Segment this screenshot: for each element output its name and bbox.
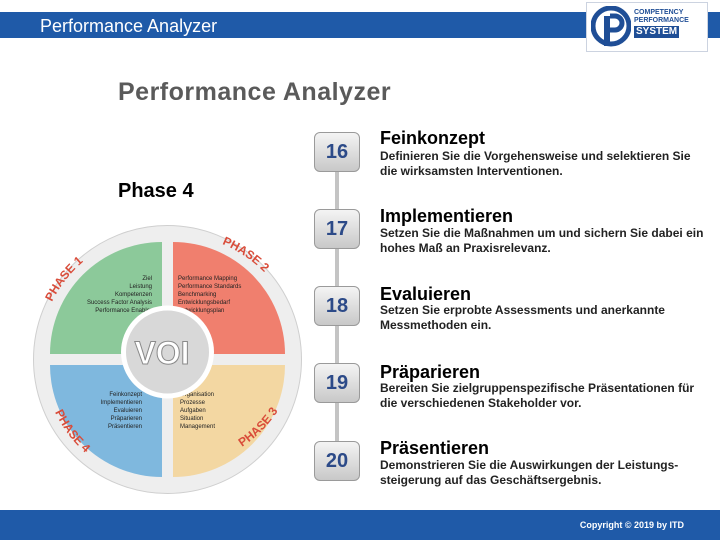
q3-items: Organisation Prozesse Aufgaben Situation… bbox=[180, 392, 215, 430]
q1-item: Success Factor Analysis bbox=[87, 300, 152, 306]
q1-item: Performance Enabler bbox=[95, 308, 152, 314]
q2-items: Performance Mapping Performance Standard… bbox=[178, 276, 241, 314]
logo-text: COMPETENCY PERFORMANCE SYSTEM bbox=[634, 9, 689, 38]
q4-item: Evaluieren bbox=[114, 408, 142, 414]
logo-mark-icon bbox=[591, 6, 631, 47]
q1-item: Leistung bbox=[129, 284, 152, 290]
step-title-19: Präparieren bbox=[380, 362, 481, 382]
q3-item: Situation bbox=[180, 416, 203, 422]
step-number-18: 18 bbox=[314, 286, 360, 326]
step-desc-18: Setzen Sie erprobte Assessments und aner… bbox=[380, 303, 665, 332]
q4-item: Präsentieren bbox=[108, 424, 142, 430]
step-desc-19: Bereiten Sie zielgruppenspezifische Präs… bbox=[380, 381, 695, 410]
step-title-20: Präsentieren bbox=[380, 438, 490, 458]
q2-item: Entwicklungsbedarf bbox=[178, 300, 230, 306]
step-number-16: 16 bbox=[314, 132, 360, 172]
page-title: Performance Analyzer bbox=[118, 78, 392, 106]
step-title-16: Feinkonzept bbox=[380, 128, 486, 148]
q3-item: Management bbox=[180, 424, 215, 430]
q1-items: Ziel Leistung Kompetenzen Success Factor… bbox=[87, 276, 152, 314]
quadrant-phase-3 bbox=[173, 365, 285, 477]
step-number-17: 17 bbox=[314, 209, 360, 249]
logo-line-2: PERFORMANCE bbox=[634, 17, 689, 24]
q1-item: Ziel bbox=[142, 276, 152, 282]
q3-item: Prozesse bbox=[180, 400, 206, 406]
q3-item: Aufgaben bbox=[180, 408, 206, 414]
footer-bar: Copyright © 2019 by ITD bbox=[0, 510, 720, 540]
logo-line-3: SYSTEM bbox=[634, 26, 680, 38]
step-desc-17: Setzen Sie die Maßnahmen um und sichern … bbox=[380, 226, 704, 255]
q1-item: Kompetenzen bbox=[115, 292, 152, 298]
step-number-20: 20 bbox=[314, 441, 360, 481]
wheel-center bbox=[121, 305, 214, 399]
step-title-17: Implementieren bbox=[380, 206, 514, 226]
q2-item: Benchmarking bbox=[178, 292, 216, 298]
q2-item: Entwicklungsplan bbox=[178, 308, 224, 314]
step-title-18: Evaluieren bbox=[380, 284, 472, 304]
q3-item: Organisation bbox=[180, 392, 214, 398]
copyright-text: Copyright © 2019 by ITD bbox=[579, 520, 684, 530]
step-desc-16: Definieren Sie die Vorgehensweise und se… bbox=[380, 149, 691, 178]
top-header: Performance Analyzer COMPETENCY PERFORMA… bbox=[0, 0, 720, 52]
q2-item: Performance Standards bbox=[178, 284, 241, 290]
company-logo: COMPETENCY PERFORMANCE SYSTEM bbox=[586, 2, 708, 52]
app-title: Performance Analyzer bbox=[40, 16, 218, 36]
q2-item: Performance Mapping bbox=[178, 276, 237, 282]
voi-phase-wheel: PHASE 1 PHASE 2 PHASE 3 PHASE 4 Ziel Lei… bbox=[33, 225, 302, 494]
q4-items: Feinkonzept Implementieren Evaluieren Pr… bbox=[101, 392, 143, 430]
step-desc-20: Demonstrieren Sie die Auswirkungen der L… bbox=[380, 458, 679, 487]
q4-item: Feinkonzept bbox=[109, 392, 142, 398]
q4-item: Präparieren bbox=[111, 416, 142, 422]
q4-item: Implementieren bbox=[101, 400, 142, 406]
quadrant-phase-4 bbox=[50, 365, 162, 477]
wheel-center-label: VOI bbox=[134, 335, 189, 371]
logo-line-1: COMPETENCY bbox=[634, 9, 684, 16]
phase-heading: Phase 4 bbox=[118, 180, 194, 202]
step-number-19: 19 bbox=[314, 363, 360, 403]
